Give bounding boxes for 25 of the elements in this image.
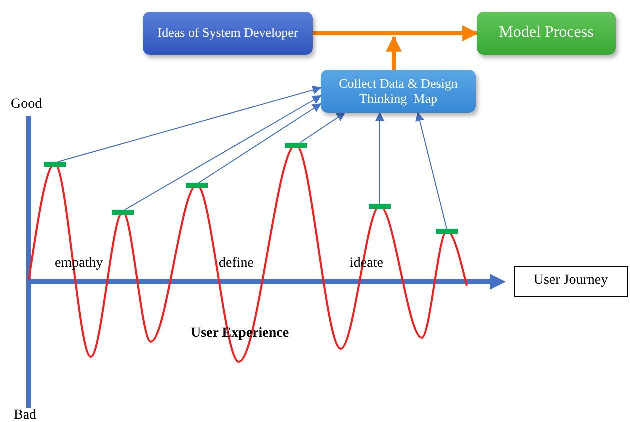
peak-marker	[112, 210, 134, 215]
box-text: User Journey	[534, 273, 608, 290]
arrow	[376, 112, 384, 204]
arrow	[300, 112, 346, 144]
arrow	[198, 104, 322, 184]
process-box	[143, 12, 313, 55]
box-text: Ideas of System Developer	[158, 26, 298, 41]
process-box	[477, 12, 616, 55]
process-box	[321, 70, 476, 113]
stage-label: define	[219, 256, 254, 272]
box-text: Collect Data & Design Thinking Map	[338, 76, 459, 106]
arrow	[58, 86, 322, 162]
peak-marker	[436, 229, 458, 234]
arrow	[313, 26, 479, 42]
box-text: Model Process	[499, 24, 594, 43]
arrow	[386, 36, 402, 70]
axis-label-box	[514, 266, 628, 297]
peak-marker	[186, 183, 208, 188]
peak-marker	[369, 204, 391, 209]
arrow	[124, 96, 322, 210]
axis-label: Good	[11, 97, 42, 113]
peak-marker	[44, 162, 66, 167]
arrow	[416, 112, 448, 230]
axis-label: Bad	[14, 408, 37, 422]
peak-marker	[285, 143, 307, 148]
